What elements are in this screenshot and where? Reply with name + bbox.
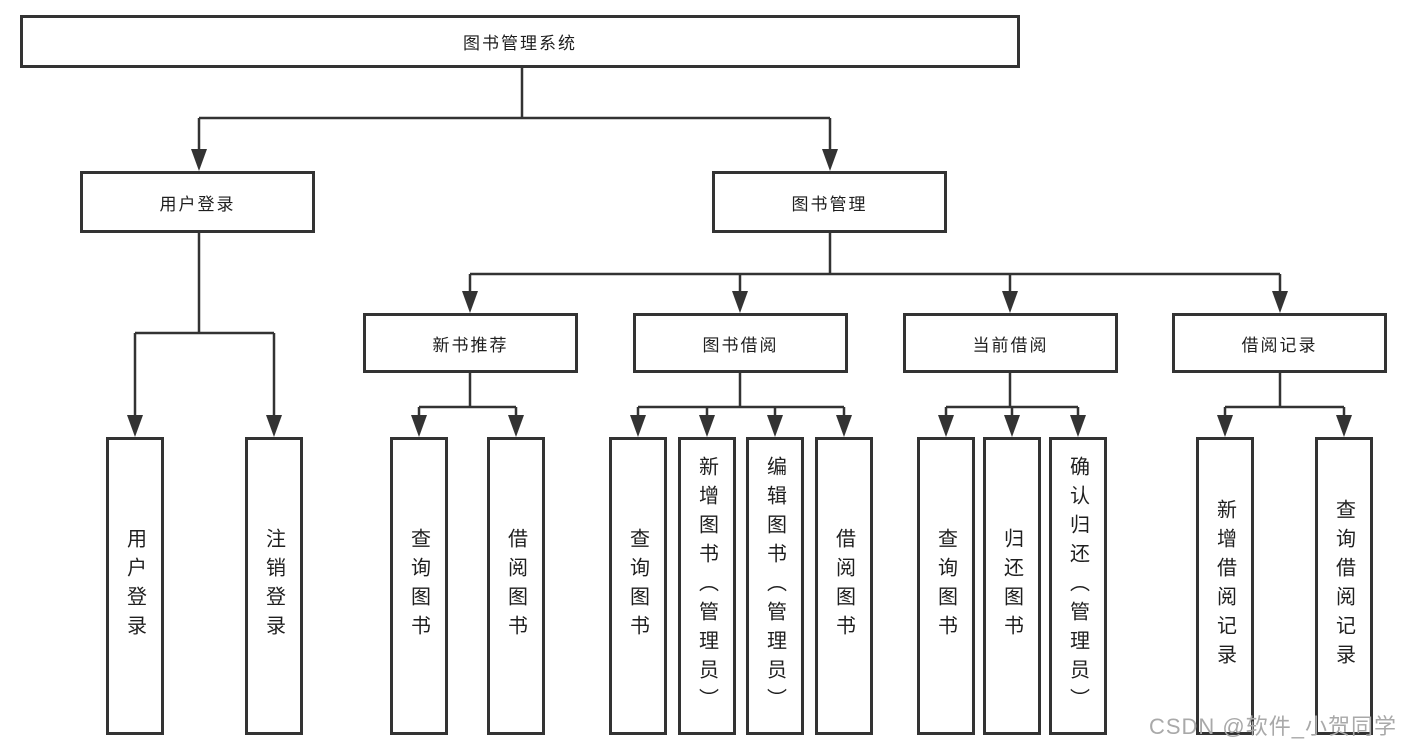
leaf-label: 借阅图书 (504, 528, 527, 644)
leaf-label: 用户登录 (123, 528, 146, 644)
leaf-label: 查询图书 (407, 528, 430, 644)
node-label: 图书管理系统 (463, 34, 577, 53)
leaf-query-books: 查询图书 (609, 437, 667, 735)
leaf-borrow-books: 借阅图书 (815, 437, 873, 735)
leaf-label: 新增借阅记录 (1213, 499, 1236, 673)
leaf-label: 查询借阅记录 (1332, 499, 1355, 673)
leaf-label: 查询图书 (934, 528, 957, 644)
node-label: 借阅记录 (1241, 335, 1318, 355)
leaf-user-login: 用户登录 (106, 437, 164, 735)
leaf-query-borrow-record: 查询借阅记录 (1315, 437, 1373, 735)
leaf-label: 新增图书（管理员） (695, 455, 718, 717)
leaf-query-books: 查询图书 (390, 437, 448, 735)
leaf-add-borrow-record: 新增借阅记录 (1196, 437, 1254, 735)
node-user-login: 用户登录 (80, 171, 315, 233)
leaf-query-books: 查询图书 (917, 437, 975, 735)
node-label: 用户登录 (159, 194, 236, 214)
node-label: 新书推荐 (432, 335, 509, 355)
node-current-borrowing: 当前借阅 (903, 313, 1118, 373)
leaf-label: 借阅图书 (832, 528, 855, 644)
leaf-label: 注销登录 (262, 528, 285, 644)
leaf-logout: 注销登录 (245, 437, 303, 735)
node-borrowing-records: 借阅记录 (1172, 313, 1387, 373)
csdn-watermark: CSDN @软件_小贺同学 (1148, 714, 1397, 739)
leaf-label: 归还图书 (1000, 528, 1023, 644)
leaf-return-books: 归还图书 (983, 437, 1041, 735)
leaf-borrow-books: 借阅图书 (487, 437, 545, 735)
node-label: 图书管理 (791, 194, 868, 214)
leaf-confirm-return-admin: 确认归还（管理员） (1049, 437, 1107, 735)
node-book-management: 图书管理 (712, 171, 947, 233)
node-label: 当前借阅 (972, 335, 1049, 355)
leaf-add-books-admin: 新增图书（管理员） (678, 437, 736, 735)
leaf-label: 确认归还（管理员） (1066, 455, 1089, 717)
leaf-label: 查询图书 (626, 528, 649, 644)
node-book-borrowing: 图书借阅 (633, 313, 848, 373)
node-new-book-recommendation: 新书推荐 (363, 313, 578, 373)
node-label: 图书借阅 (702, 335, 779, 355)
leaf-edit-books-admin: 编辑图书（管理员） (746, 437, 804, 735)
leaf-label: 编辑图书（管理员） (763, 455, 786, 717)
node-book-management-system: 图书管理系统 (20, 15, 1020, 68)
